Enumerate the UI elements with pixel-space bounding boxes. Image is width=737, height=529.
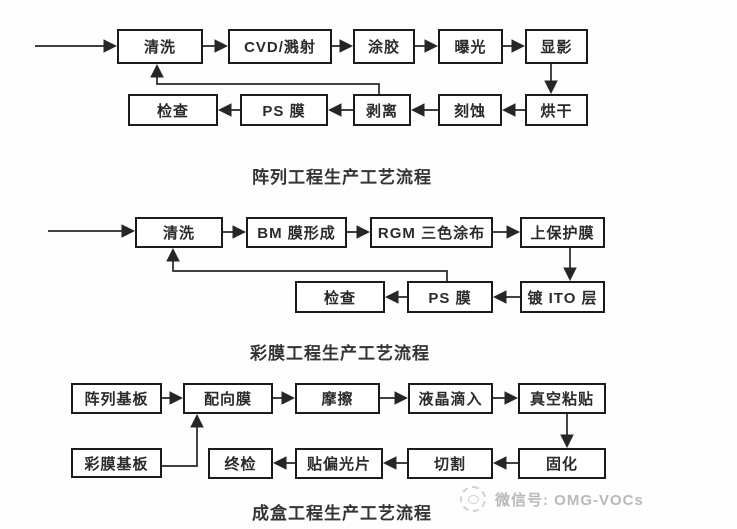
flow-node: 真空粘贴 [518,383,606,414]
flow-node: 检查 [128,94,218,126]
flow-node: 阵列基板 [71,383,162,414]
flow-node: 曝光 [438,29,503,64]
flow-node: 固化 [518,448,606,479]
flow-arrow [166,247,448,281]
flow-node: 贴偏光片 [295,448,383,479]
flow-node: 清洗 [117,29,203,64]
flow-node: 镀 ITO 层 [520,281,605,313]
flow-arrow [150,63,380,94]
flow-node: 显影 [525,29,588,64]
flow-node: RGM 三色涂布 [370,217,493,248]
chart-title: 成盒工程生产工艺流程 [252,504,432,523]
flow-node: PS 膜 [407,281,493,313]
flow-node: 配向膜 [183,383,273,414]
flow-node: 清洗 [135,217,223,248]
flow-node: 终检 [208,448,273,479]
flow-node: 上保护膜 [520,217,605,248]
flow-node: 彩膜基板 [71,448,162,478]
flow-node: CVD/溅射 [228,29,332,64]
flow-node: 剥离 [353,94,411,126]
flow-arrow [162,413,204,467]
wechat-id-label: 微信号: OMG-VOCs [495,491,644,509]
wechat-watermark: 微信号: OMG-VOCs [460,486,644,512]
flow-node: 检查 [295,281,385,313]
wechat-icon [460,486,486,512]
flow-node: 烘干 [525,94,588,126]
flow-node: 切割 [407,448,493,479]
flow-node: 刻蚀 [438,94,502,126]
flow-node: PS 膜 [240,94,328,126]
flow-node: 摩擦 [295,383,380,414]
chart-title: 彩膜工程生产工艺流程 [250,344,430,363]
flow-node: 液晶滴入 [408,383,493,414]
chart-title: 阵列工程生产工艺流程 [252,168,432,187]
flow-node: BM 膜形成 [246,217,347,248]
flow-node: 涂胶 [353,29,415,64]
